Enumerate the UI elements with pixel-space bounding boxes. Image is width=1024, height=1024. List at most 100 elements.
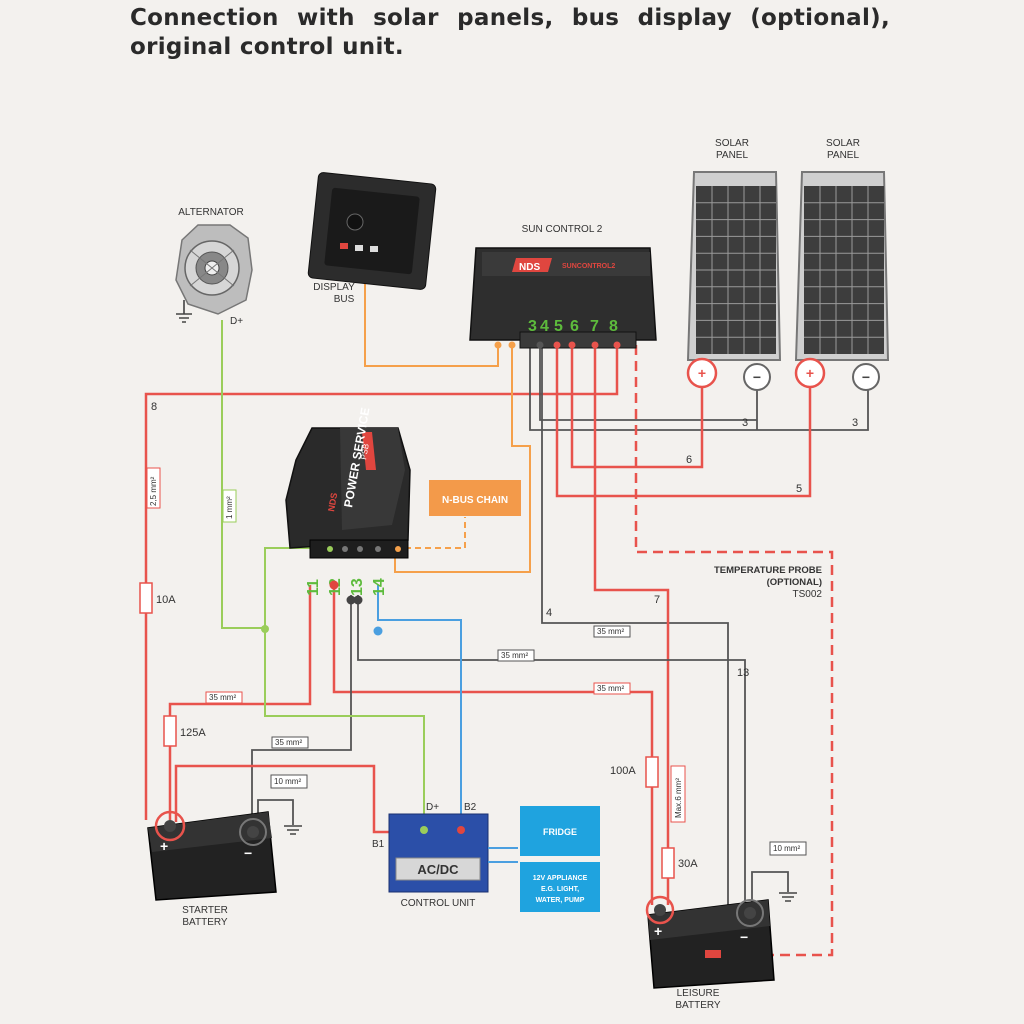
- starter-battery-label-line1: STARTER: [182, 905, 228, 916]
- cable-size-35-starter: 35 mm²: [275, 738, 302, 747]
- solar-panel-1-label-line1: SOLAR: [715, 138, 749, 149]
- fuse-125a-label: 125A: [180, 727, 206, 739]
- wire-dplus: [221, 320, 265, 629]
- wire-label-3a: 3: [742, 417, 748, 429]
- nbus-chain-label: N-BUS CHAIN: [442, 495, 508, 506]
- fridge-label: FRIDGE: [543, 827, 577, 837]
- appliance-label-line3: WATER, PUMP: [536, 897, 585, 904]
- temp-probe-label-line2: (OPTIONAL): [767, 577, 822, 588]
- power-service-brand: NDS: [326, 492, 339, 512]
- wire-11: [168, 585, 312, 820]
- starter-battery-label-line2: BATTERY: [182, 917, 228, 928]
- sc-terminal-6: 6: [570, 318, 579, 335]
- leisure-battery: + −: [645, 895, 775, 989]
- sun-control-terminal-dots: [494, 341, 621, 349]
- display-bus-label-line2: BUS: [334, 294, 355, 305]
- fuse-30a-label: 30A: [678, 858, 698, 870]
- wire-nbus-chain: [405, 517, 466, 549]
- svg-text:−: −: [244, 845, 252, 861]
- display-bus: [307, 172, 437, 290]
- cable-size-max6: Max.6 mm²: [674, 778, 683, 818]
- solar-panel-1: [686, 171, 782, 361]
- wire-13: [357, 595, 746, 905]
- svg-text:+: +: [698, 365, 706, 381]
- panel-2-positive: +: [794, 357, 826, 389]
- fuse-125a-icon: [163, 715, 177, 747]
- wire-label-4: 4: [546, 607, 552, 619]
- panel-1-negative: −: [743, 363, 771, 391]
- ground-icon: [176, 313, 192, 323]
- svg-text:−: −: [740, 929, 748, 945]
- display-bus-label-line1: DISPLAY: [313, 282, 355, 293]
- solar-panel-2-label-line2: PANEL: [827, 150, 859, 161]
- wire-dplus-ps: [264, 547, 425, 828]
- wire-number-labels: 8 3 3 6 5 4 7 13: [151, 401, 858, 679]
- wire-display-bus: [364, 283, 499, 367]
- wire-5: [555, 345, 812, 498]
- cable-size-1: 1 mm²: [225, 496, 234, 519]
- starter-positive-terminal: [154, 810, 186, 842]
- wire-4: [541, 345, 729, 905]
- power-service-terminals: 11 12 13 14: [305, 578, 388, 596]
- control-unit-terminal-b1: B1: [372, 839, 385, 850]
- temp-probe-label-line3: TS002: [793, 589, 823, 600]
- starter-negative-terminal: [239, 818, 267, 846]
- leisure-negative-terminal: [736, 899, 764, 927]
- svg-text:−: −: [753, 369, 761, 385]
- wire-12-leisure: [332, 585, 654, 905]
- cable-size-labels: 2,5 mm² 1 mm² 35 mm² 35 mm² 35 mm² 35 mm…: [146, 467, 807, 856]
- sun-control-model: SUNCONTROL2: [562, 263, 615, 270]
- nbus-chain: [429, 480, 521, 516]
- ps-terminal-11: 11: [305, 579, 322, 596]
- fuse-10a-label: 10A: [156, 594, 176, 606]
- sc-terminal-4: 4: [540, 318, 549, 335]
- alternator-label: ALTERNATOR: [178, 207, 244, 218]
- leisure-battery-label-line2: BATTERY: [675, 1000, 721, 1011]
- panel-1-positive: +: [686, 357, 718, 389]
- temp-probe-label-line1: TEMPERATURE PROBE: [714, 565, 822, 576]
- control-unit: [388, 813, 489, 893]
- appliance-connectors: [488, 847, 518, 863]
- wire-nbus: [394, 345, 531, 573]
- temp-probe-sensor: [705, 950, 721, 958]
- control-unit-terminal-dplus: D+: [426, 802, 439, 813]
- appliance-label-line2: E.G. LIGHT,: [541, 886, 579, 893]
- sun-control-brand: NDS: [519, 262, 540, 273]
- ps-terminal-14: 14: [371, 578, 388, 596]
- leisure-positive-terminal: [645, 895, 675, 925]
- svg-text:+: +: [160, 838, 168, 854]
- fuse-10a-icon: [139, 582, 153, 614]
- ground-icon: [779, 892, 797, 902]
- alternator-terminal: D+: [230, 316, 243, 327]
- power-service-model: PSB: [359, 443, 371, 460]
- control-unit-terminal-b2: B2: [464, 802, 477, 813]
- wire-label-6: 6: [686, 454, 692, 466]
- wires: [144, 283, 869, 957]
- wire-label-5: 5: [796, 483, 802, 495]
- sc-terminal-5: 5: [554, 318, 563, 335]
- fuse-100a-icon: [645, 756, 659, 788]
- solar-panel-1-label-line2: PANEL: [716, 150, 748, 161]
- wire-14-b2: [377, 585, 462, 828]
- cable-size-35-wire4: 35 mm²: [597, 627, 624, 636]
- appliance-label-line1: 12V APPLIANCE: [533, 875, 588, 882]
- sun-control-label: SUN CONTROL 2: [522, 224, 603, 235]
- fuse-100a-label: 100A: [610, 765, 636, 777]
- cable-size-35-wire11: 35 mm²: [209, 693, 236, 702]
- wire-3: [529, 345, 869, 431]
- cable-size-10-leisure: 10 mm²: [773, 844, 800, 853]
- fuse-30a-icon: [661, 847, 675, 879]
- cable-size-10-starter: 10 mm²: [274, 777, 301, 786]
- wire-13-starter: [251, 595, 352, 820]
- cable-size-35-wire13: 35 mm²: [501, 651, 528, 660]
- wire-7: [593, 345, 670, 905]
- starter-battery: + −: [147, 810, 277, 901]
- wire-label-7: 7: [654, 594, 660, 606]
- control-unit-box-label: AC/DC: [417, 862, 459, 877]
- sc-terminal-3: 3: [528, 318, 537, 335]
- sc-terminal-7: 7: [590, 318, 599, 335]
- svg-text:+: +: [806, 365, 814, 381]
- page-title: Connection with solar panels, bus displa…: [130, 5, 890, 60]
- cable-size-35-wire12: 35 mm²: [597, 684, 624, 693]
